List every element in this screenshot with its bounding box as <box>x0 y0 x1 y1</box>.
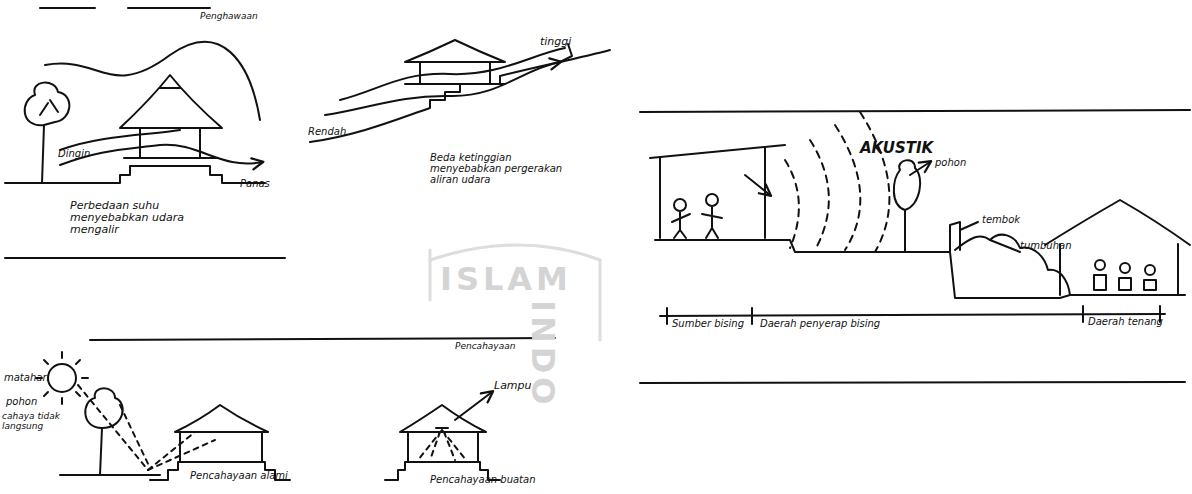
sketch-label: Panas <box>240 178 300 189</box>
acoustic-sketch <box>650 112 1190 324</box>
zone-label: Daerah penyerap bising <box>760 318 920 329</box>
sketch-label: Dingin <box>58 148 118 159</box>
natural-lighting-sketch <box>36 352 290 480</box>
wind-pavilion-sketch <box>5 42 265 183</box>
sketch-label: tinggi <box>540 36 600 48</box>
part-label: matahari <box>4 372 64 383</box>
section-heading: Penghawaan <box>200 12 290 22</box>
artificial-lighting-sketch <box>385 392 500 480</box>
sketch-caption: Pencahayaan buatan <box>430 474 580 485</box>
section-rules <box>5 8 1190 383</box>
zone-label: Sumber bising <box>672 318 752 329</box>
part-label: tembok <box>982 214 1042 225</box>
sketch-caption: Perbedaan suhu menyebabkan udara mengali… <box>70 200 230 236</box>
sketch-caption: Beda ketinggian menyebabkan pergerakan a… <box>430 152 580 185</box>
sketch-caption: Pencahayaan alami <box>190 470 340 481</box>
slope-pavilion-sketch <box>310 40 610 142</box>
watermark: INDO <box>525 300 560 430</box>
part-label: pohon <box>6 396 56 407</box>
zone-label: Daerah tenang <box>1088 316 1168 327</box>
part-label: tumbuhan <box>1020 240 1100 251</box>
watermark: ISLAM <box>440 262 610 297</box>
part-label: cahaya tidak langsung <box>2 412 82 432</box>
part-label: pohon <box>935 157 995 168</box>
sketch-label: Rendah <box>308 126 378 137</box>
section-heading: AKUSTIK <box>860 140 970 157</box>
